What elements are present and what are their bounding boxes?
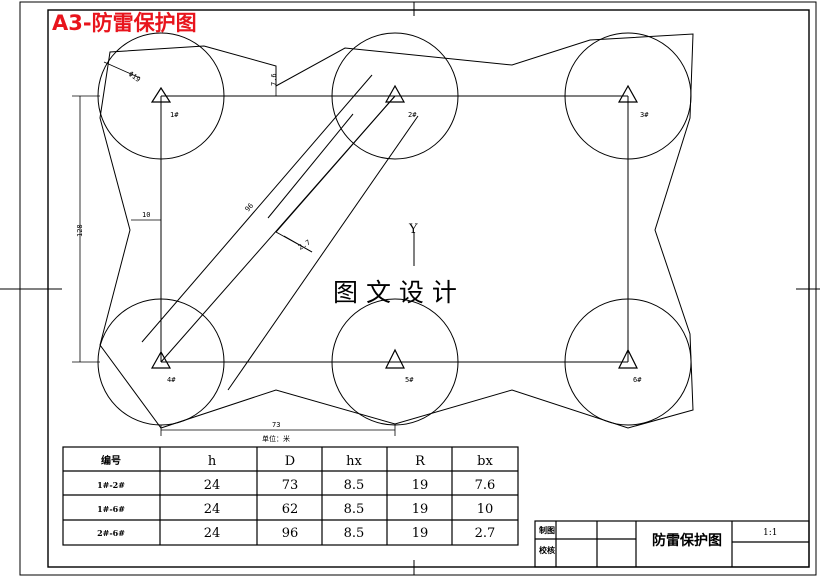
point-label-5: 5# [405, 376, 414, 384]
table-header-bx: bx [477, 454, 493, 469]
rod-4-icon [150, 350, 172, 369]
table-cell: 24 [204, 502, 221, 517]
drawing-name: 防雷保护图 [652, 532, 722, 549]
rod-1-icon [150, 86, 172, 103]
point-label-3: 3# [640, 111, 649, 119]
table-header-r: R [415, 454, 426, 469]
dim-h-label: 7.6 [270, 73, 278, 86]
table-header-hx: hx [346, 454, 362, 469]
axis-label: Y [408, 222, 418, 237]
table-cell: 19 [412, 526, 429, 541]
dim-r-label: Φ19 [127, 70, 142, 84]
watermark-text: 图 文 设 计 [333, 278, 457, 307]
dim-bx-label: 10 [142, 211, 150, 219]
title-block [534, 520, 810, 568]
dim-overall-label: 128 [76, 224, 84, 237]
table-cell: 19 [412, 478, 429, 493]
drawing-scale: 1:1 [763, 528, 777, 538]
table-cell: 2#-6# [97, 528, 125, 538]
rod-2-icon [384, 84, 406, 103]
title-block-checked-label: 校核 [539, 545, 555, 555]
table-cell: 19 [412, 502, 429, 517]
dim-bx3-label: 2.7 [297, 238, 312, 251]
protection-circles [97, 32, 692, 426]
table-cell: 62 [282, 502, 299, 517]
table-header-d: D [285, 454, 295, 469]
point-label-1: 1# [170, 111, 179, 119]
table-cell: 8.5 [344, 478, 365, 493]
title-block-drawn-label: 制图 [539, 525, 555, 535]
table-cell: 24 [204, 526, 221, 541]
table-cell: 8.5 [344, 526, 365, 541]
rod-6-icon [618, 348, 638, 369]
table-cell: 8.5 [344, 502, 365, 517]
table-header-id: 编号 [101, 454, 121, 467]
table-cell: 2.7 [475, 526, 496, 541]
parameter-table [62, 446, 519, 546]
point-label-6: 6# [633, 376, 642, 384]
table-cell: 1#-6# [97, 504, 125, 514]
table-cell: 10 [477, 502, 494, 517]
protection-boundary [99, 33, 694, 429]
unit-note: 单位：米 [262, 434, 290, 443]
dimension-lines [72, 61, 396, 436]
diagonal-band [141, 74, 419, 391]
table-cell: 24 [204, 478, 221, 493]
table-header-h: h [208, 454, 217, 469]
point-label-4: 4# [167, 376, 176, 384]
table-cell: 96 [282, 526, 299, 541]
point-label-2: 2# [408, 111, 417, 119]
table-cell: 7.6 [475, 478, 496, 493]
dim-h3-label: 96 [244, 202, 256, 214]
lightning-rods [150, 84, 639, 369]
dim-d-label: 73 [272, 421, 280, 429]
table-cell: 73 [282, 478, 299, 493]
rod-5-icon [385, 348, 405, 369]
sheet-title: A3-防雷保护图 [52, 11, 197, 35]
center-lines [160, 95, 629, 363]
table-cell: 1#-2# [97, 480, 125, 490]
rod-3-icon [617, 84, 639, 103]
